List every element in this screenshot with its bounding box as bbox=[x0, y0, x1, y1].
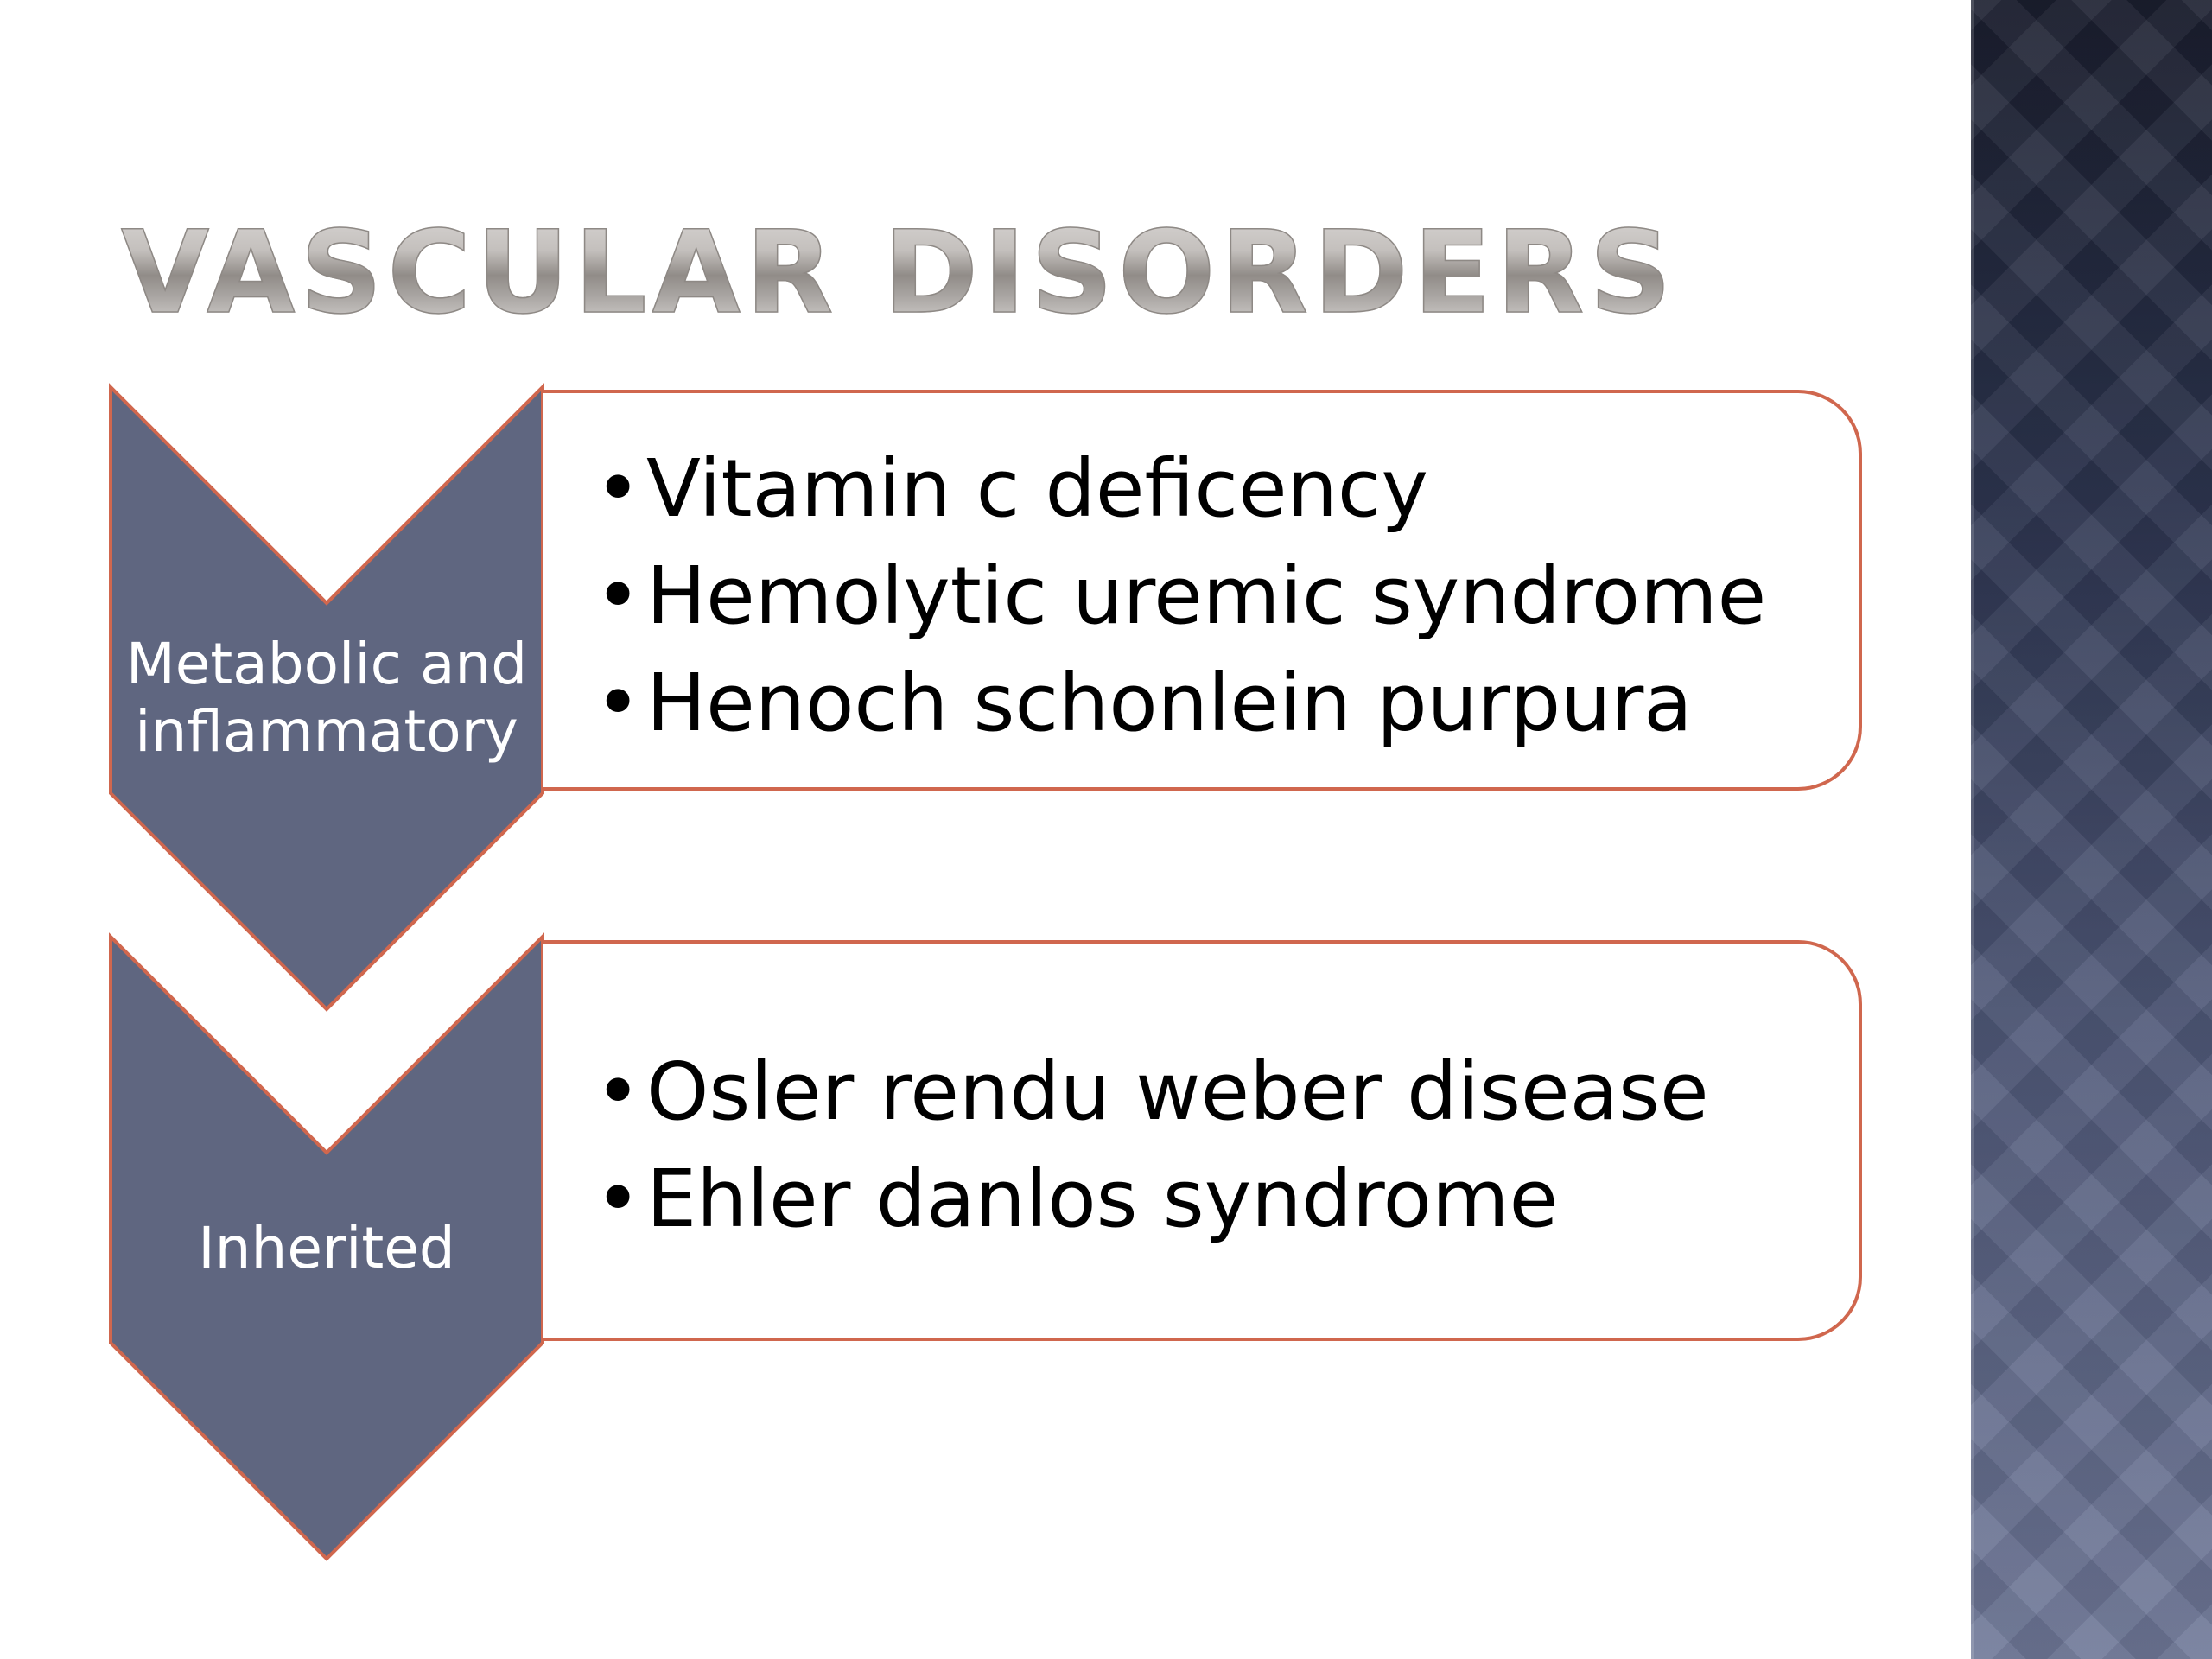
content-box-metabolic: Vitamin c deficency Hemolytic uremic syn… bbox=[543, 390, 1862, 791]
bullet-list-metabolic: Vitamin c deficency Hemolytic uremic syn… bbox=[594, 435, 1766, 757]
bullet-list-inherited: Osler rendu weber disease Ehler danlos s… bbox=[594, 1039, 1709, 1253]
slide-title: Vascular Disorders bbox=[120, 207, 1677, 340]
list-item: Henoch schonlein purpura bbox=[594, 650, 1766, 757]
category-label-metabolic: Metabolic and inflammatory bbox=[125, 631, 528, 765]
decorative-side-panel bbox=[1971, 0, 2212, 1659]
category-label-inherited: Inherited bbox=[198, 1215, 455, 1281]
content-box-inherited: Osler rendu weber disease Ehler danlos s… bbox=[543, 940, 1862, 1341]
list-item: Osler rendu weber disease bbox=[594, 1039, 1709, 1146]
list-item: Vitamin c deficency bbox=[594, 435, 1766, 543]
list-item: Hemolytic uremic syndrome bbox=[594, 543, 1766, 650]
chevron-inherited bbox=[109, 932, 544, 1561]
list-item: Ehler danlos syndrome bbox=[594, 1146, 1709, 1253]
chevron-metabolic bbox=[109, 383, 544, 1012]
